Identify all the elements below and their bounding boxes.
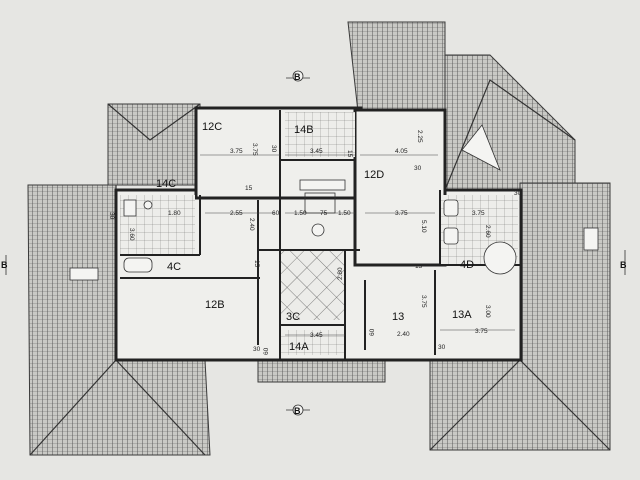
section-marker-left-label: B: [1, 260, 8, 270]
section-marker-top-label: B: [294, 72, 301, 82]
jacuzzi-4D: [483, 241, 517, 275]
roof-bottom-strip: [257, 357, 386, 383]
washbasin-4D-b: [443, 227, 459, 245]
chimney-right: [583, 227, 599, 251]
roof-top-tower: [347, 21, 446, 113]
dim-label: 30: [414, 165, 422, 172]
room-label-4C: 4C: [167, 261, 181, 273]
dim-label: 30: [438, 344, 446, 351]
section-marker-bottom-label: B: [294, 406, 301, 416]
chimney-left: [69, 267, 99, 281]
room-label-12C: 12C: [202, 121, 222, 133]
dim-label: 3.75: [251, 143, 258, 156]
dim-label: 30: [270, 145, 277, 153]
dim-label: 30: [514, 190, 522, 197]
section-marker-left: B: [1, 255, 8, 275]
dim-label: 3.60: [128, 228, 135, 241]
section-marker-right: B: [620, 250, 627, 275]
room-label-12D: 12D: [364, 169, 384, 181]
section-marker-top: B: [286, 70, 310, 82]
section-marker-right-label: B: [620, 260, 627, 270]
washbasin-14C: [123, 199, 137, 217]
washbasin-4D-a: [443, 199, 459, 217]
dim-label: 2.55: [230, 210, 243, 217]
dim-label: 15: [245, 185, 253, 192]
room-label-14C: 14C: [156, 178, 176, 190]
toilet-14C: [143, 200, 153, 210]
room-labels: 12C 14B 12D 14C 4C 12B 3C 14A 13 13A 4D: [156, 121, 474, 353]
dim-label: 60: [369, 328, 376, 336]
dimension-lines: [200, 154, 515, 336]
dimension-labels: 3.75 3.75 30 3.45 15 4.05 2.25 30 15 2.5…: [108, 130, 522, 355]
interior-walls: [120, 110, 521, 360]
dim-label: 3.75: [230, 148, 243, 155]
dim-label: 1.80: [168, 210, 181, 217]
dim-label: 30: [108, 212, 115, 220]
dim-label: 2.60: [484, 225, 491, 238]
dim-label: 2.40: [248, 218, 255, 231]
dim-label: 15: [253, 260, 260, 268]
dim-label: 3.75: [472, 210, 485, 217]
room-label-3C: 3C: [286, 311, 300, 323]
dim-label: 60: [263, 347, 270, 355]
section-marker-bottom: B: [286, 404, 310, 416]
dim-label: 3.45: [310, 148, 323, 155]
bath-14B-floor: [285, 112, 355, 157]
dim-label: 60: [272, 210, 280, 217]
room-label-14B: 14B: [294, 124, 314, 136]
dim-label: 1.50: [294, 210, 307, 217]
dim-label: 2.40: [397, 331, 410, 338]
dim-label: 3.75: [395, 210, 408, 217]
room-label-13A: 13A: [452, 309, 472, 321]
room-label-4D: 4D: [460, 259, 474, 271]
roof-upper-left: [107, 103, 201, 186]
stair-landing: [299, 179, 346, 191]
dim-label: 3.45: [310, 332, 323, 339]
dim-label: 30: [253, 346, 261, 353]
fixtures: [123, 179, 517, 275]
dim-label: 4.05: [395, 148, 408, 155]
dim-label: 3.00: [484, 305, 491, 318]
room-label-12B: 12B: [205, 299, 225, 311]
dim-label: 15: [415, 263, 423, 270]
bathtub-14C: [123, 257, 153, 273]
dim-label: 5.10: [420, 220, 427, 233]
corridor-14A-floor: [280, 330, 345, 355]
stair-newel: [311, 223, 325, 237]
dim-label: 15: [346, 150, 353, 158]
hall-3C-floor: [280, 250, 345, 320]
room-label-13: 13: [392, 311, 404, 323]
dim-label: 2.25: [416, 130, 423, 143]
dim-label: 3.75: [420, 295, 427, 308]
skylight-triangle: [461, 124, 501, 171]
dim-label: 2.80: [337, 267, 344, 280]
dim-label: 75: [320, 210, 328, 217]
room-label-14A: 14A: [289, 341, 309, 353]
dim-label: 1.50: [338, 210, 351, 217]
dim-label: 3.75: [475, 328, 488, 335]
